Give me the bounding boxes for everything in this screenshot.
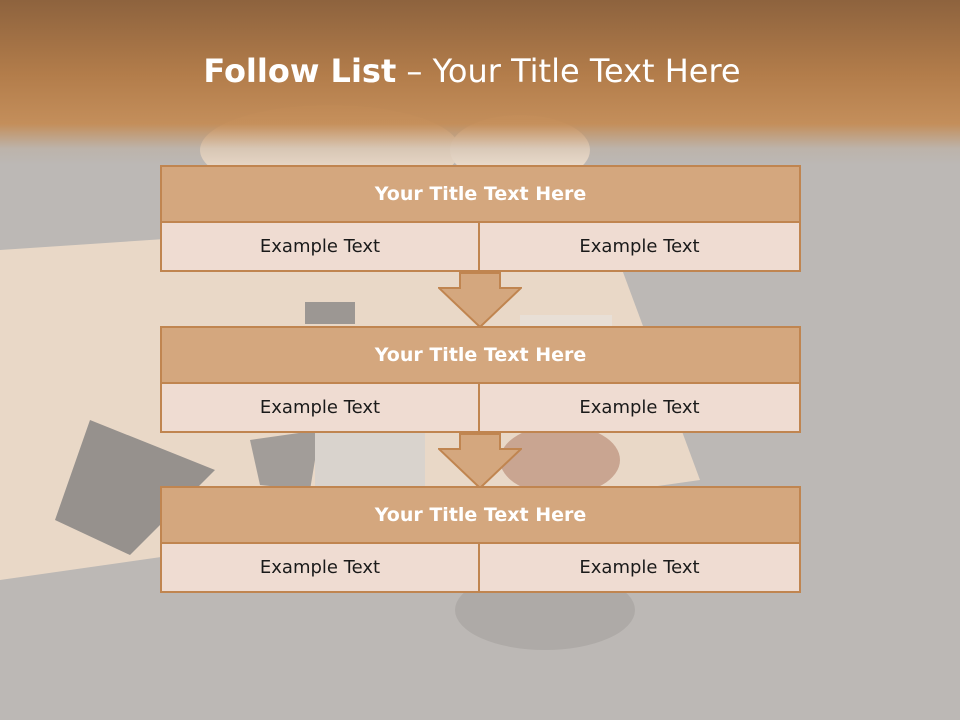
block-row: Example Text Example Text (160, 544, 801, 593)
list-block-2: Your Title Text Here Example Text Exampl… (160, 326, 801, 433)
block-title: Your Title Text Here (160, 165, 801, 223)
block-cell-right: Example Text (480, 384, 801, 433)
block-row: Example Text Example Text (160, 223, 801, 272)
block-cell-left: Example Text (160, 223, 480, 272)
block-title: Your Title Text Here (160, 486, 801, 544)
page-title-rest: – Your Title Text Here (396, 52, 741, 90)
block-title: Your Title Text Here (160, 326, 801, 384)
list-block-1: Your Title Text Here Example Text Exampl… (160, 165, 801, 272)
page-title-bold: Follow List (203, 52, 397, 90)
list-block-3: Your Title Text Here Example Text Exampl… (160, 486, 801, 593)
header-band (0, 0, 960, 165)
block-row: Example Text Example Text (160, 384, 801, 433)
block-cell-left: Example Text (160, 384, 480, 433)
block-cell-right: Example Text (480, 544, 801, 593)
block-cell-right: Example Text (480, 223, 801, 272)
down-arrow-icon (438, 433, 522, 489)
block-cell-left: Example Text (160, 544, 480, 593)
down-arrow-icon (438, 272, 522, 328)
page-title: Follow List – Your Title Text Here (0, 52, 944, 90)
